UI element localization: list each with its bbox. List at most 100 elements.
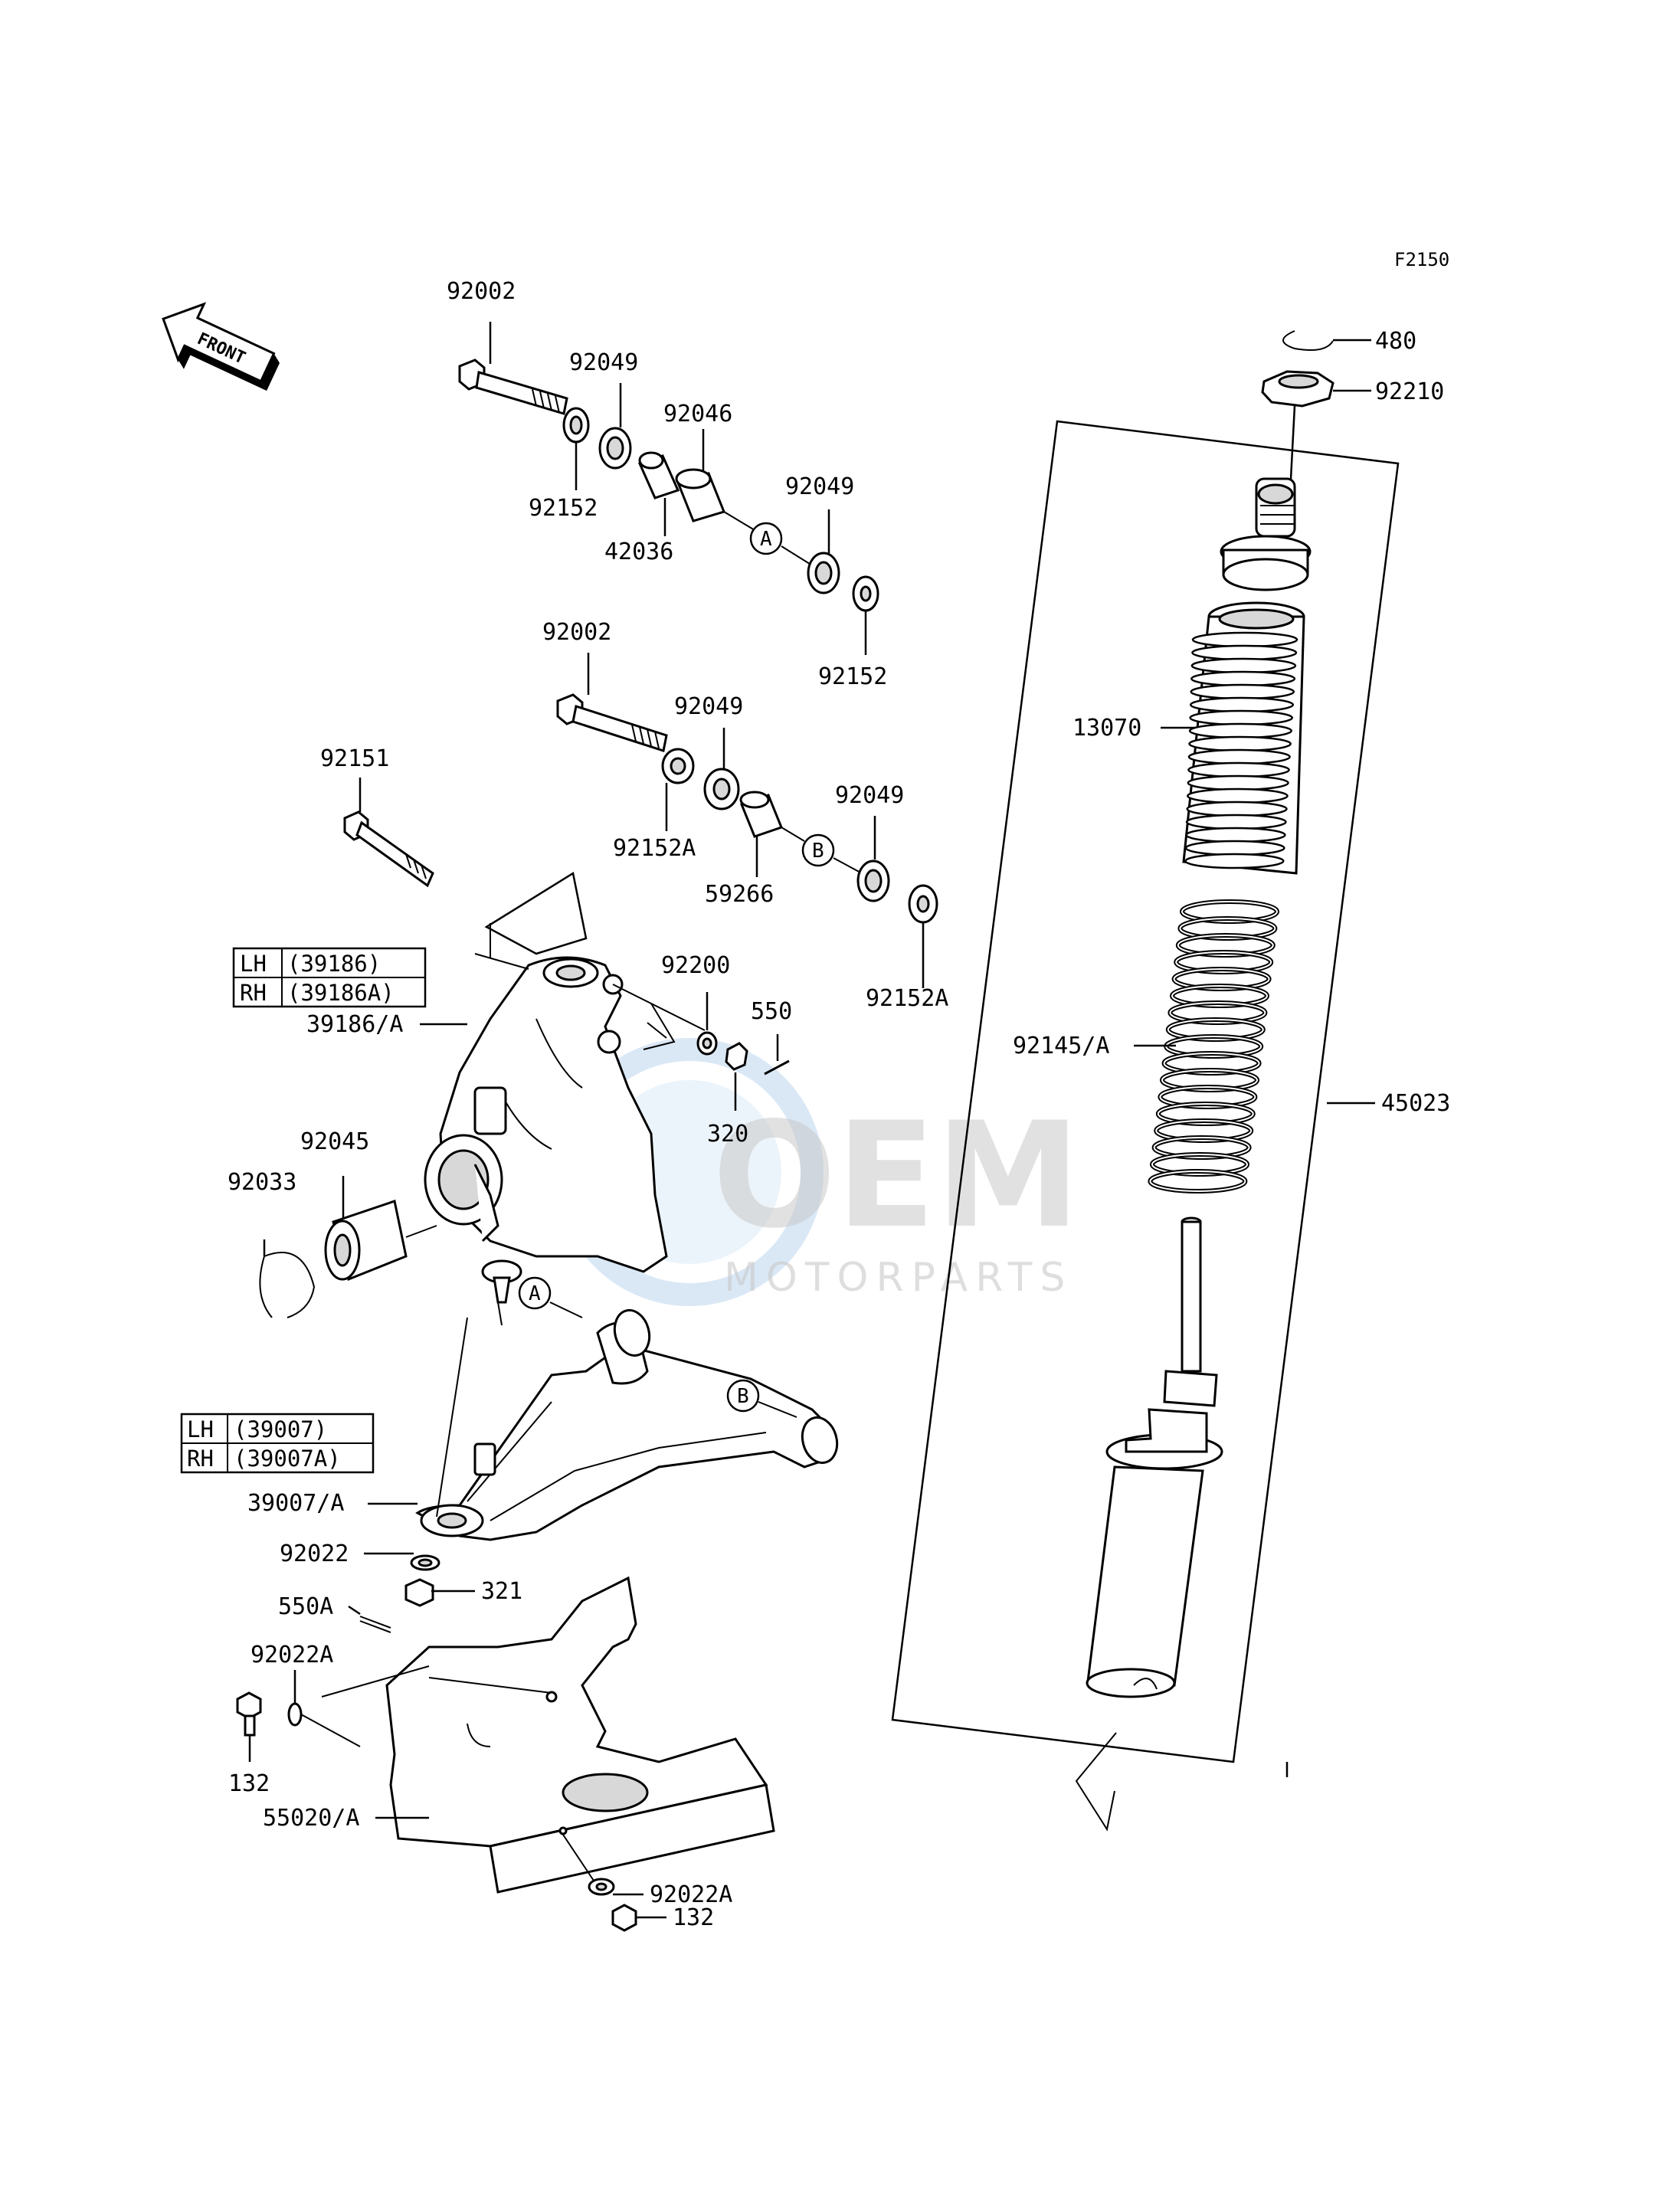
label-92002-top: 92002 bbox=[447, 278, 516, 305]
boot-rib bbox=[1190, 683, 1295, 700]
spring-coil-highlight bbox=[1169, 1002, 1266, 1023]
spring-coil-highlight bbox=[1161, 1069, 1258, 1091]
label-42036: 42036 bbox=[604, 539, 673, 565]
spring-coil-highlight bbox=[1151, 1154, 1248, 1175]
bolt-92002-mid bbox=[556, 693, 668, 752]
boot-rib bbox=[1188, 735, 1292, 752]
label-132-left: 132 bbox=[228, 1770, 270, 1797]
spring-coil-highlight bbox=[1171, 985, 1268, 1007]
label-92022: 92022 bbox=[280, 1541, 349, 1567]
table-39186-rh-side: RH bbox=[240, 980, 267, 1006]
boot-rib bbox=[1184, 853, 1285, 869]
boot-rib bbox=[1187, 761, 1290, 778]
table-39007-lh-num: (39007) bbox=[234, 1416, 327, 1442]
cotter-pin-550 bbox=[764, 1059, 790, 1076]
boot-rib bbox=[1190, 657, 1297, 674]
label-92049-mid: 92049 bbox=[674, 693, 743, 720]
table-39186-rh-num: (39186A) bbox=[287, 980, 395, 1006]
table-39186-lh-side: LH bbox=[240, 951, 267, 977]
label-550A: 550A bbox=[278, 1593, 333, 1620]
label-92152A-mid: 92152A bbox=[613, 835, 696, 862]
label-92046: 92046 bbox=[663, 401, 732, 427]
skid-plate-55020 bbox=[385, 1576, 775, 1894]
sleeve-42036 bbox=[637, 451, 680, 499]
callout-b-top bbox=[801, 833, 835, 867]
nut-321 bbox=[404, 1578, 434, 1607]
boot-rib bbox=[1188, 722, 1292, 739]
callout-b-top-text: B bbox=[812, 840, 824, 863]
boot-rib bbox=[1185, 827, 1286, 843]
boot-rib bbox=[1184, 840, 1285, 856]
damper-body bbox=[1086, 1216, 1223, 1698]
label-92002-mid: 92002 bbox=[542, 619, 611, 646]
spring-coil-highlight bbox=[1173, 968, 1270, 990]
nut-92210 bbox=[1261, 370, 1335, 408]
label-92200: 92200 bbox=[661, 952, 730, 979]
circlip-480 bbox=[1282, 330, 1334, 351]
table-39007-lh-side: LH bbox=[187, 1416, 214, 1442]
bolt-132-left bbox=[236, 1691, 262, 1737]
bushing-59266 bbox=[739, 791, 783, 838]
spring-coil-highlight bbox=[1159, 1086, 1256, 1108]
spring-coil-highlight bbox=[1153, 1137, 1250, 1158]
cotter-pin-550A bbox=[359, 1616, 391, 1633]
spring-coil-highlight bbox=[1167, 1019, 1264, 1040]
spring-coil-highlight bbox=[1155, 1120, 1253, 1141]
knuckle-39186 bbox=[424, 871, 668, 1326]
top-mount bbox=[1220, 477, 1312, 591]
boot-rib bbox=[1185, 814, 1287, 830]
boot-rib bbox=[1189, 709, 1294, 726]
bolt-92002-top bbox=[458, 359, 568, 415]
bolt-92151 bbox=[343, 810, 434, 888]
shock-absorber-45023 bbox=[891, 420, 1400, 1832]
callout-b-lower-text: B bbox=[737, 1385, 749, 1408]
lower-arm-39007 bbox=[415, 1308, 839, 1541]
lower-bolt-assembly: B bbox=[556, 653, 938, 988]
upper-bolt-assembly: A bbox=[458, 322, 879, 655]
bearing-92045 bbox=[324, 1200, 408, 1282]
callout-a-top bbox=[749, 522, 783, 555]
boot-ribs bbox=[1184, 631, 1298, 869]
label-92049-top: 92049 bbox=[569, 349, 638, 376]
table-39007: LH (39007) RH (39007A) bbox=[180, 1413, 375, 1474]
boot-rib bbox=[1191, 631, 1298, 648]
spring-coil-highlight bbox=[1157, 1103, 1254, 1125]
label-45023: 45023 bbox=[1381, 1090, 1450, 1117]
label-92151: 92151 bbox=[320, 745, 389, 772]
label-92049-a: 92049 bbox=[785, 473, 854, 500]
bushing-92046 bbox=[675, 468, 726, 522]
table-39007-rh-num: (39007A) bbox=[234, 1446, 341, 1472]
label-132-bottom: 132 bbox=[673, 1904, 714, 1931]
diagram-code: F2150 bbox=[1394, 249, 1449, 270]
label-320: 320 bbox=[707, 1121, 748, 1148]
bolt-132-bottom bbox=[611, 1904, 637, 1932]
callout-a-lower bbox=[518, 1276, 552, 1310]
label-92049-b: 92049 bbox=[835, 782, 904, 809]
collar-92152A-mid bbox=[661, 748, 695, 784]
label-39007A: 39007/A bbox=[247, 1490, 344, 1517]
spring-coil-highlight bbox=[1181, 901, 1278, 922]
label-92152-top: 92152 bbox=[529, 495, 598, 522]
label-92145A: 92145/A bbox=[1013, 1033, 1109, 1059]
boot-rib bbox=[1187, 748, 1291, 765]
spring-coil-highlight bbox=[1177, 935, 1274, 956]
spring-coil-highlight bbox=[1179, 918, 1276, 939]
spring-coil-highlight bbox=[1175, 951, 1272, 973]
collar-92152A-b bbox=[908, 884, 938, 924]
callout-a-lower-text: A bbox=[529, 1282, 541, 1305]
label-321: 321 bbox=[481, 1578, 522, 1605]
label-480: 480 bbox=[1375, 328, 1416, 355]
boot-rib bbox=[1190, 670, 1296, 687]
label-55020A: 55020/A bbox=[263, 1805, 359, 1832]
spring-92145 bbox=[1148, 899, 1279, 1193]
callout-a-top-text: A bbox=[760, 528, 772, 551]
label-39186A: 39186/A bbox=[306, 1011, 403, 1038]
label-92152A-b: 92152A bbox=[866, 985, 948, 1012]
boot-rib bbox=[1191, 644, 1298, 661]
callout-b-lower bbox=[726, 1379, 760, 1413]
label-92210: 92210 bbox=[1375, 378, 1444, 405]
label-92022A-bottom: 92022A bbox=[650, 1881, 732, 1908]
boot-rib bbox=[1189, 696, 1295, 713]
label-59266: 59266 bbox=[705, 881, 774, 908]
